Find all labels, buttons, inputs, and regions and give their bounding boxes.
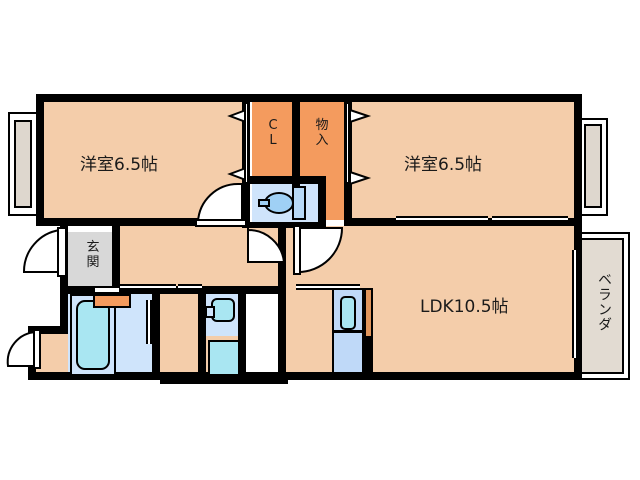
entrance-door[interactable] xyxy=(14,227,68,278)
wall-toilet-bottom xyxy=(242,222,326,228)
wall-bottom-right xyxy=(244,372,582,380)
wall-toilet-left xyxy=(242,176,250,228)
closet-label: C L xyxy=(268,118,278,148)
service-area xyxy=(36,330,68,378)
kitchen-sink-divider xyxy=(332,330,364,333)
veranda-sliding-window[interactable] xyxy=(572,250,578,304)
storage-door-jamb xyxy=(345,104,350,182)
bedroom-right-door[interactable] xyxy=(292,225,346,276)
toilet-fixture-base xyxy=(258,199,270,207)
bedroom-right-sliding-door[interactable] xyxy=(396,216,488,222)
wall-sanitary-right xyxy=(238,292,246,338)
washing-machine-space xyxy=(208,340,240,376)
left-window-glass xyxy=(14,120,32,208)
toilet-fixture-tank xyxy=(292,186,306,220)
right-window-glass xyxy=(584,124,602,208)
bedroom-right-area xyxy=(352,100,578,220)
wall-toilet-right xyxy=(318,176,326,228)
wall-bottom-mid xyxy=(160,376,288,384)
ldk-pass-door[interactable] xyxy=(296,284,360,290)
wall-upper-right xyxy=(574,94,582,230)
wall-lower-left-b xyxy=(28,326,68,334)
entrance-area xyxy=(68,232,118,290)
wall-bottom-left xyxy=(28,372,208,380)
wall-bedroom-left-bottom xyxy=(36,218,248,226)
ldk-label: LDK10.5帖 xyxy=(420,297,509,317)
bedroom-left-label: 洋室6.5帖 xyxy=(80,155,159,175)
wall-closet-storage-divider xyxy=(292,94,300,186)
closet-door-jamb xyxy=(244,104,249,182)
wall-top xyxy=(36,94,582,102)
shoe-cabinet-top xyxy=(93,286,121,294)
storage-door-arrow-bottom xyxy=(349,170,372,186)
shoe-cabinet-fixture xyxy=(93,294,131,308)
kitchen-sink-basin xyxy=(340,296,356,330)
veranda-sliding-window-b[interactable] xyxy=(572,304,578,358)
storage-door-arrow-top xyxy=(349,108,372,124)
wall-hall-ldk-top xyxy=(204,286,286,294)
wall-ldk-right xyxy=(574,226,582,380)
hall-sliding-door[interactable] xyxy=(120,284,176,290)
wall-upper-left xyxy=(36,94,44,226)
bedroom-left-door[interactable] xyxy=(195,182,250,227)
wall-sanitary-left xyxy=(198,286,206,378)
wall-lower-left xyxy=(60,292,68,330)
wall-ldk-left xyxy=(278,226,286,378)
hall-sliding-door-b[interactable] xyxy=(178,284,202,290)
bedroom-right-label: 洋室6.5帖 xyxy=(404,155,483,175)
kitchen-range-side xyxy=(364,288,373,338)
washbasin-counter xyxy=(205,306,215,318)
storage-label: 物 入 xyxy=(315,118,329,148)
closet-area xyxy=(252,100,294,180)
hallway-lower-area xyxy=(160,288,204,378)
wall-toilet-top xyxy=(242,176,326,184)
service-door[interactable] xyxy=(6,329,42,372)
bathtub-fixture xyxy=(76,300,110,370)
wall-washroom-right xyxy=(152,286,160,378)
toilet-door[interactable] xyxy=(246,224,294,264)
wall-sanitary-right-b xyxy=(238,336,246,378)
wall-entrance-right xyxy=(112,226,120,292)
bedroom-right-sliding-door-b[interactable] xyxy=(492,216,568,222)
wall-washroom-top xyxy=(60,286,208,294)
wall-bedroom-right-bottom xyxy=(344,218,582,226)
veranda-label: ベランダ xyxy=(596,272,612,332)
kitchen-cabinet-side xyxy=(364,338,373,374)
entrance-label: 玄 関 xyxy=(86,240,100,270)
bath-door-panel[interactable] xyxy=(146,300,152,344)
